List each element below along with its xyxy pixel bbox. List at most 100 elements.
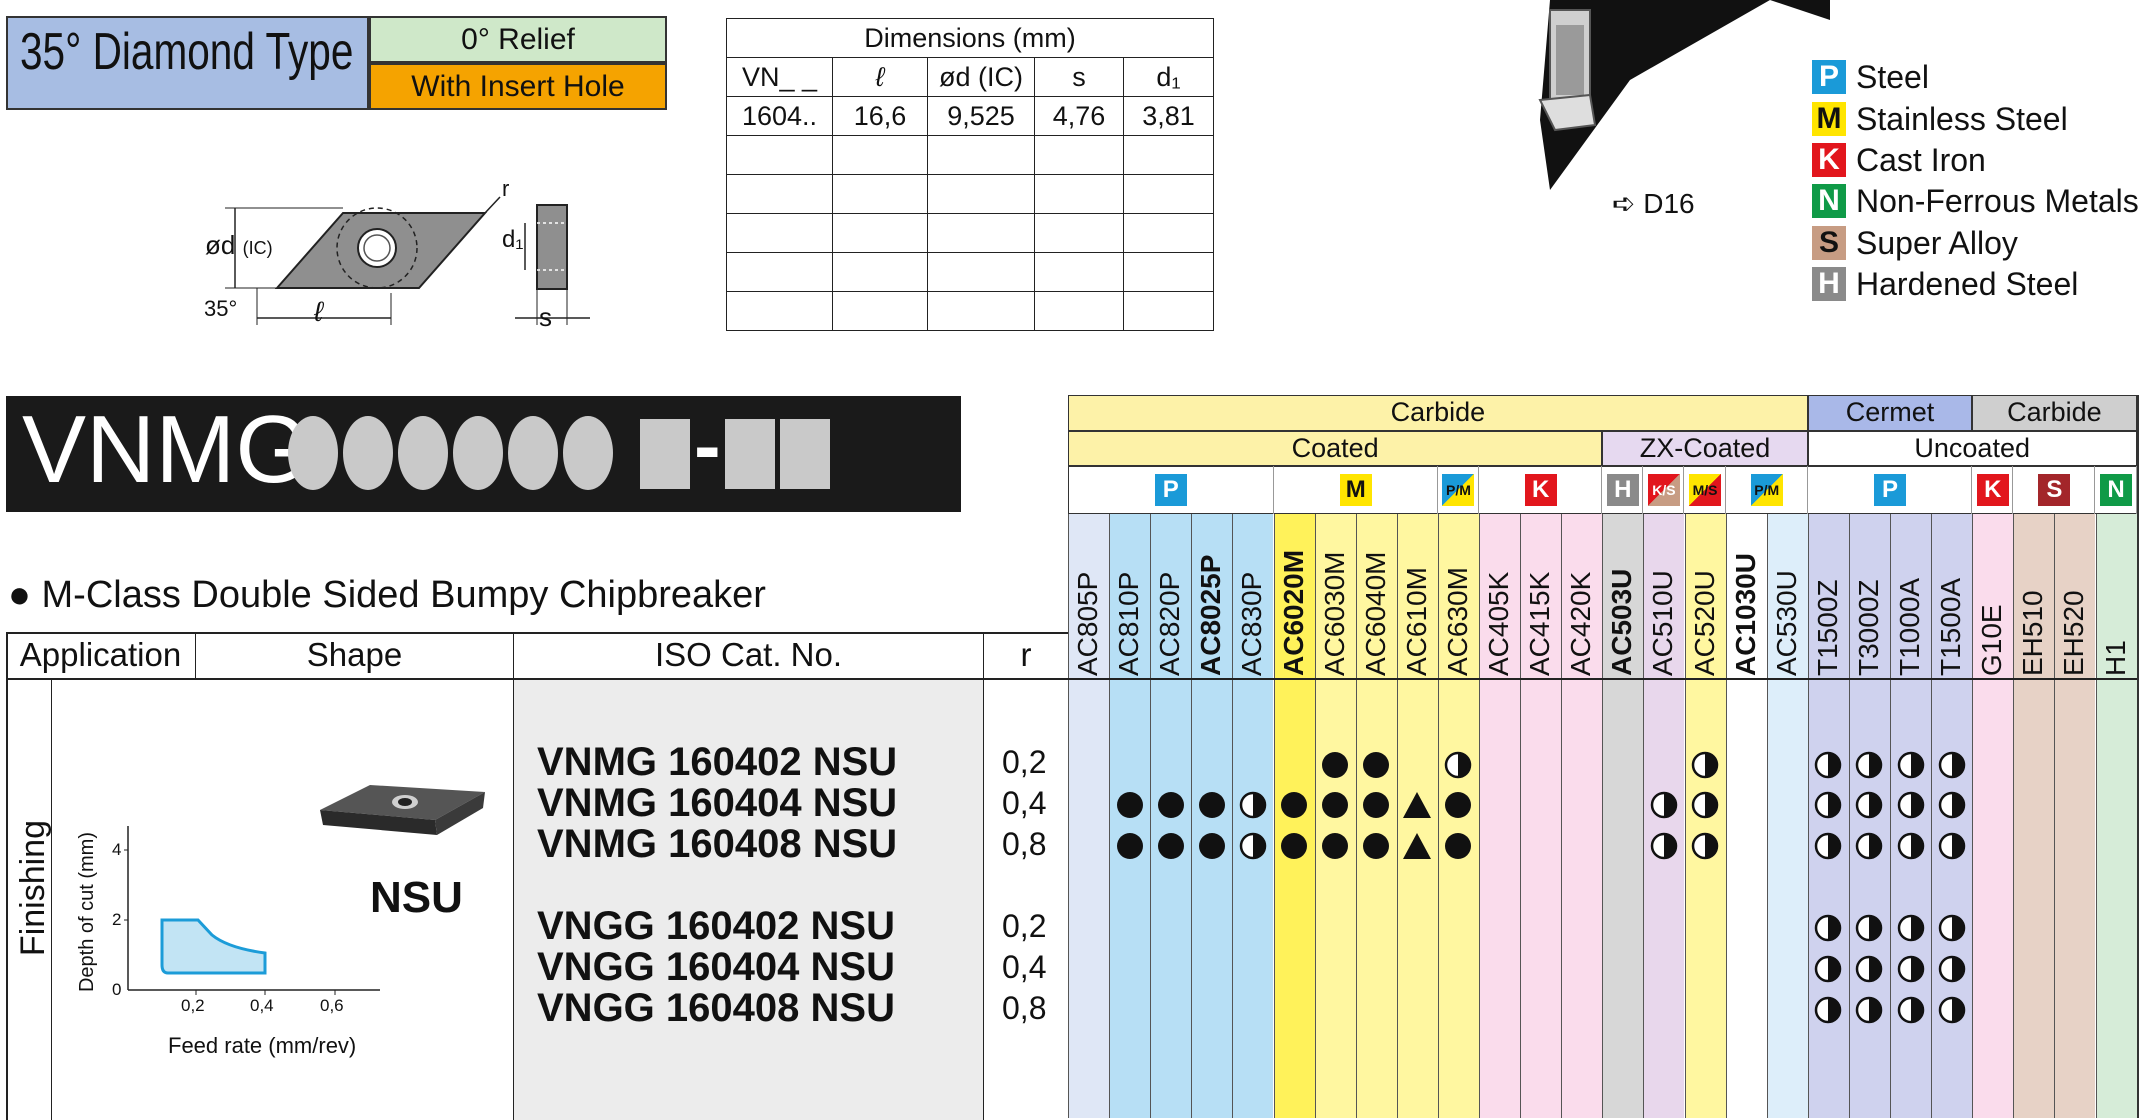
group-cermet: Cermet	[1807, 395, 1973, 431]
grade-label: T1500A	[1935, 577, 1967, 676]
half-circle-mark	[1897, 996, 1924, 1024]
half-circle-mark	[1856, 832, 1883, 860]
recommended-dot-mark	[1322, 752, 1349, 778]
half-circle-mark	[1239, 791, 1267, 819]
material-badge: M	[1339, 474, 1372, 506]
badge-cell	[1274, 466, 1438, 514]
od-label: ød (IC)	[205, 230, 273, 260]
iso-code: VNMG 160408 NSU	[537, 822, 898, 866]
half-circle-mark	[1856, 791, 1883, 819]
graph-ylabel: Depth of cut (mm)	[76, 832, 98, 993]
recommended-dot-mark	[1116, 833, 1143, 859]
graph-xtick: 0,6	[320, 996, 344, 1015]
application-graph	[124, 826, 380, 995]
grade-column	[1520, 512, 1562, 1118]
badge-cell	[1972, 466, 2014, 514]
dim-header: ℓ	[832, 57, 928, 97]
subtitle: ● M-Class Double Sided Bumpy Chipbreaker	[8, 574, 766, 616]
recommended-dot-mark	[1281, 833, 1308, 859]
half-circle-mark	[1897, 791, 1924, 819]
half-circle-mark	[1897, 751, 1924, 779]
half-circle-mark	[1938, 832, 1965, 860]
application-label: Finishing	[14, 820, 52, 957]
dim-header: ød (IC)	[927, 57, 1035, 97]
half-circle-mark	[1650, 832, 1678, 860]
group-uncoated: Uncoated	[1807, 431, 2137, 466]
material-badge: N	[2100, 474, 2133, 506]
half-circle-mark	[1650, 791, 1678, 819]
radius: 0,4	[1002, 785, 1047, 821]
legend-label: Hardened Steel	[1856, 265, 2079, 302]
material-badge: P/M	[1442, 474, 1475, 506]
recommended-dot-mark	[1116, 792, 1143, 818]
recommended-dot-mark	[1157, 792, 1184, 818]
s-label: s	[539, 302, 552, 332]
half-circle-mark	[1815, 955, 1842, 983]
half-circle-mark	[1239, 832, 1267, 860]
recommended-dot-mark	[1363, 752, 1390, 778]
dim-cell: 9,525	[927, 96, 1035, 136]
legend-label: Super Alloy	[1856, 224, 2018, 261]
grade-column	[1972, 512, 2014, 1118]
recommended-dot-mark	[1363, 833, 1390, 859]
legend-label: Steel	[1856, 58, 1929, 95]
series-title: VNMG	[22, 396, 310, 503]
series-dash: -	[694, 401, 721, 490]
half-circle-mark	[1815, 914, 1842, 942]
angle-label: 35°	[204, 296, 238, 321]
badge-cell	[1726, 466, 1808, 514]
iso-code: VNMG 160404 NSU	[537, 781, 898, 825]
grade-label: AC530U	[1770, 570, 1802, 676]
group-carbide-2: Carbide	[1972, 395, 2137, 431]
table-header-row	[6, 632, 1068, 680]
d1-label: d₁	[502, 226, 524, 253]
grade-label: G10E	[1976, 604, 2008, 676]
graph-xtick: 0,2	[181, 996, 205, 1015]
grade-label: AC6040M	[1359, 551, 1391, 676]
half-circle-mark	[1897, 955, 1924, 983]
badge-cell	[1685, 466, 1726, 514]
grade-label: AC520U	[1688, 570, 1720, 676]
recommended-dot-mark	[1445, 792, 1472, 818]
placeholder-oval	[508, 416, 558, 490]
material-badge: S	[2038, 474, 2071, 506]
radius: 0,8	[1002, 990, 1047, 1026]
legend-cast-iron: K Cast Iron	[1812, 141, 1986, 179]
material-badge: P	[1874, 474, 1906, 506]
grade-label: AC415K	[1524, 571, 1556, 676]
l-label: ℓ	[314, 296, 324, 327]
iso-code: VNGG 160402 NSU	[537, 904, 895, 948]
legend-hardened: H Hardened Steel	[1812, 265, 2078, 303]
grade-label: AC503U	[1606, 568, 1638, 676]
placeholder-oval	[343, 416, 393, 490]
iso-cell	[514, 680, 984, 1120]
half-circle-mark	[1815, 791, 1842, 819]
grade-label: AC805P	[1072, 571, 1103, 676]
dim-cell: 1604..	[726, 96, 833, 136]
legend-badge: H	[1812, 267, 1846, 301]
grade-column	[1561, 512, 1603, 1118]
legend-label: Stainless Steel	[1856, 100, 2068, 137]
head-shape: Shape	[196, 632, 514, 680]
placeholder-oval	[288, 416, 338, 490]
triangle-mark	[1403, 792, 1432, 818]
legend-label: Cast Iron	[1856, 141, 1986, 178]
half-circle-mark	[1856, 914, 1883, 942]
grade-label: AC8025P	[1195, 554, 1227, 676]
holder-ref[interactable]: ➪ D16	[1612, 188, 1695, 219]
grade-label: H1	[2099, 640, 2131, 676]
grade-label: AC1030U	[1729, 553, 1761, 676]
material-badge: K	[1976, 474, 2009, 506]
half-circle-mark	[1691, 751, 1719, 779]
half-circle-mark	[1445, 751, 1472, 779]
r-label: r	[502, 176, 510, 201]
legend-badge: K	[1812, 143, 1846, 177]
dimensions-title: Dimensions (mm)	[726, 18, 1214, 58]
dim-cell: 3,81	[1123, 96, 1214, 136]
chipbreaker-label: NSU	[370, 873, 463, 922]
half-circle-mark	[1938, 791, 1965, 819]
recommended-dot-mark	[1445, 833, 1472, 859]
grade-label: T1500Z	[1811, 579, 1843, 677]
placeholder-oval	[398, 416, 448, 490]
